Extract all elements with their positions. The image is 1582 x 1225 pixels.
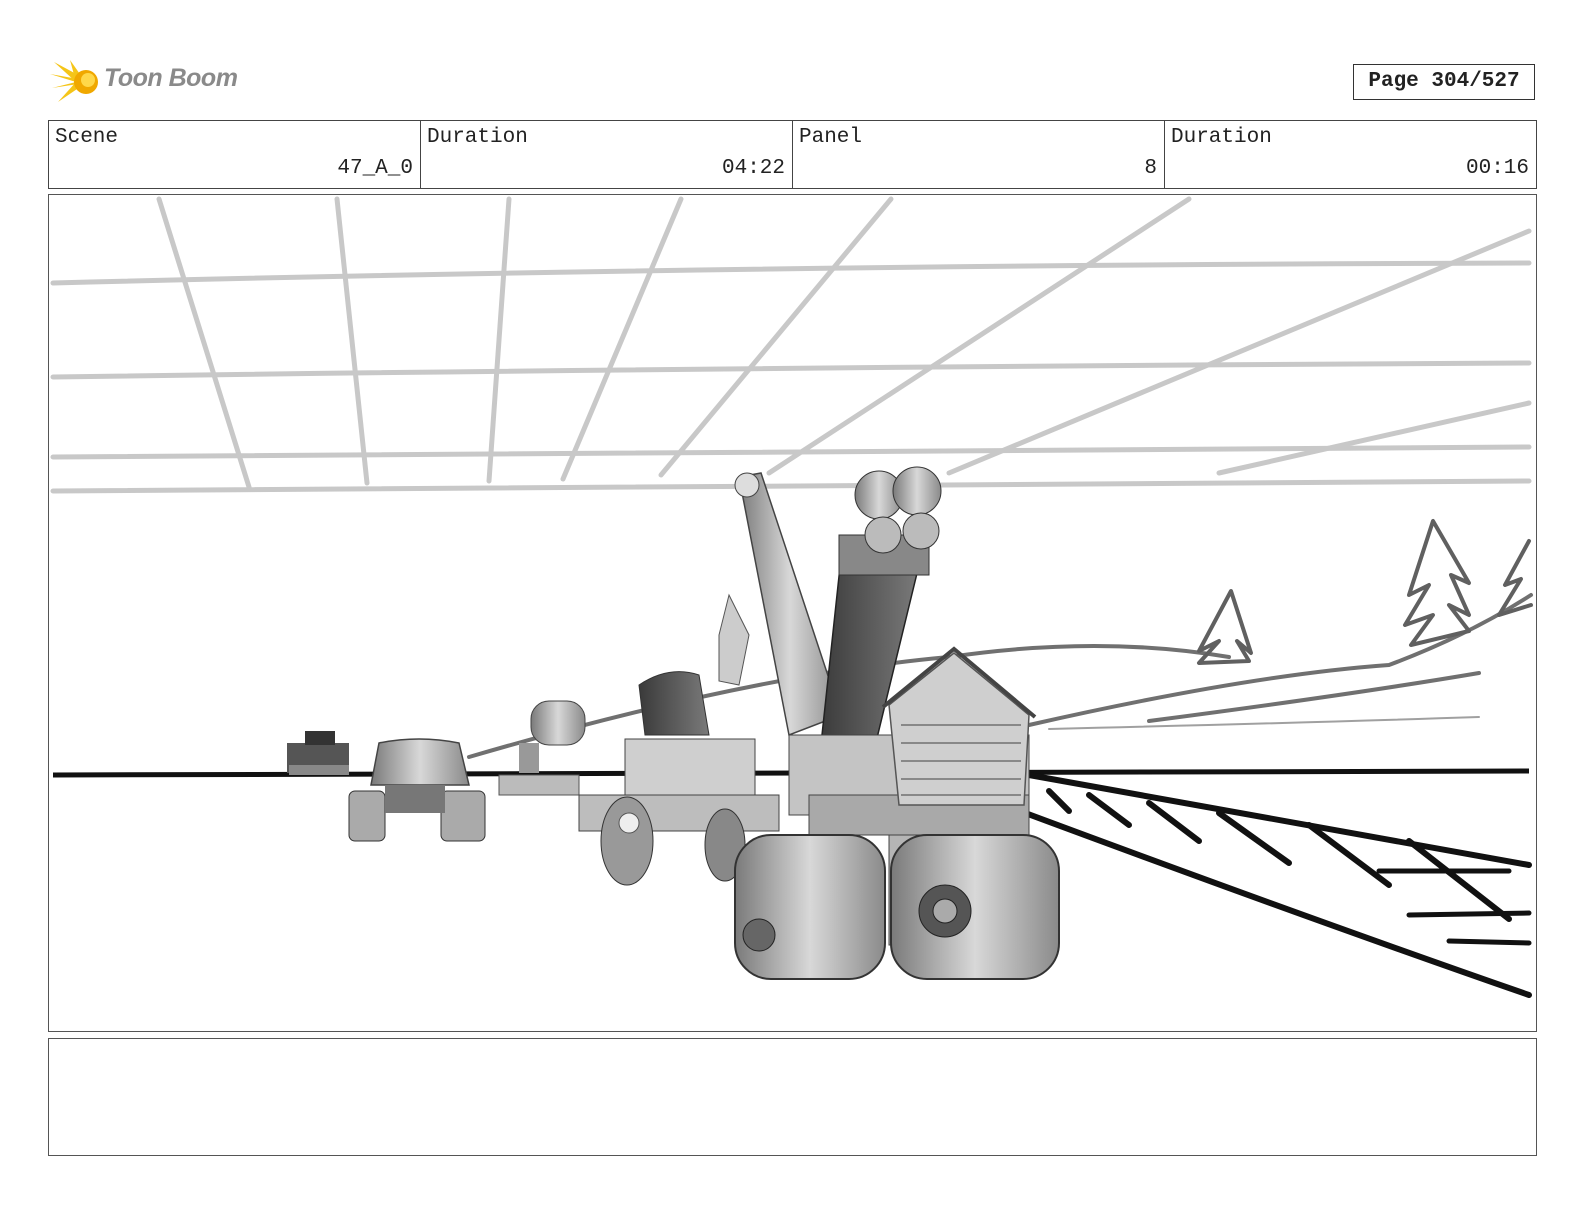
scene-duration-value: 04:22 [721, 157, 785, 180]
pine-trees [1197, 519, 1533, 665]
scene-duration-label: Duration [427, 126, 528, 149]
panel-label: Panel [799, 126, 863, 149]
cabin-house [881, 646, 1037, 806]
crane-vehicle [498, 700, 586, 796]
scene-value: 47_A_0 [337, 157, 413, 180]
page-number: Page 304/527 [1353, 64, 1535, 100]
train-tracks [1006, 772, 1532, 998]
panel-duration-cell: Duration 00:16 [1165, 121, 1536, 188]
ceiling-grid [50, 196, 1532, 494]
panel-duration-value: 00:16 [1465, 157, 1529, 180]
crawler-tracks [734, 834, 1060, 980]
panel-info-header: Scene 47_A_0 Duration 04:22 Panel 8 Dura… [48, 120, 1537, 189]
scene-label: Scene [55, 126, 119, 149]
panel-value: 8 [1144, 157, 1157, 180]
paw-emblem-icon [618, 812, 640, 834]
rover-vehicle [348, 738, 486, 842]
scene-cell: Scene 47_A_0 [49, 121, 421, 188]
storyboard-panel [48, 194, 1537, 1032]
background-hills [467, 593, 1533, 759]
panel-notes [48, 1038, 1537, 1156]
toon-boom-logo: Toon Boom [50, 56, 250, 108]
panel-duration-label: Duration [1171, 126, 1272, 149]
brand-name: Toon Boom [104, 64, 238, 92]
far-vehicle [287, 731, 349, 775]
panel-cell: Panel 8 [793, 121, 1165, 188]
excavator-vehicle [578, 593, 780, 886]
scene-duration-cell: Duration 04:22 [421, 121, 793, 188]
panel-artwork [50, 196, 1533, 998]
long-boom [734, 472, 842, 737]
starburst-icon [50, 60, 98, 102]
